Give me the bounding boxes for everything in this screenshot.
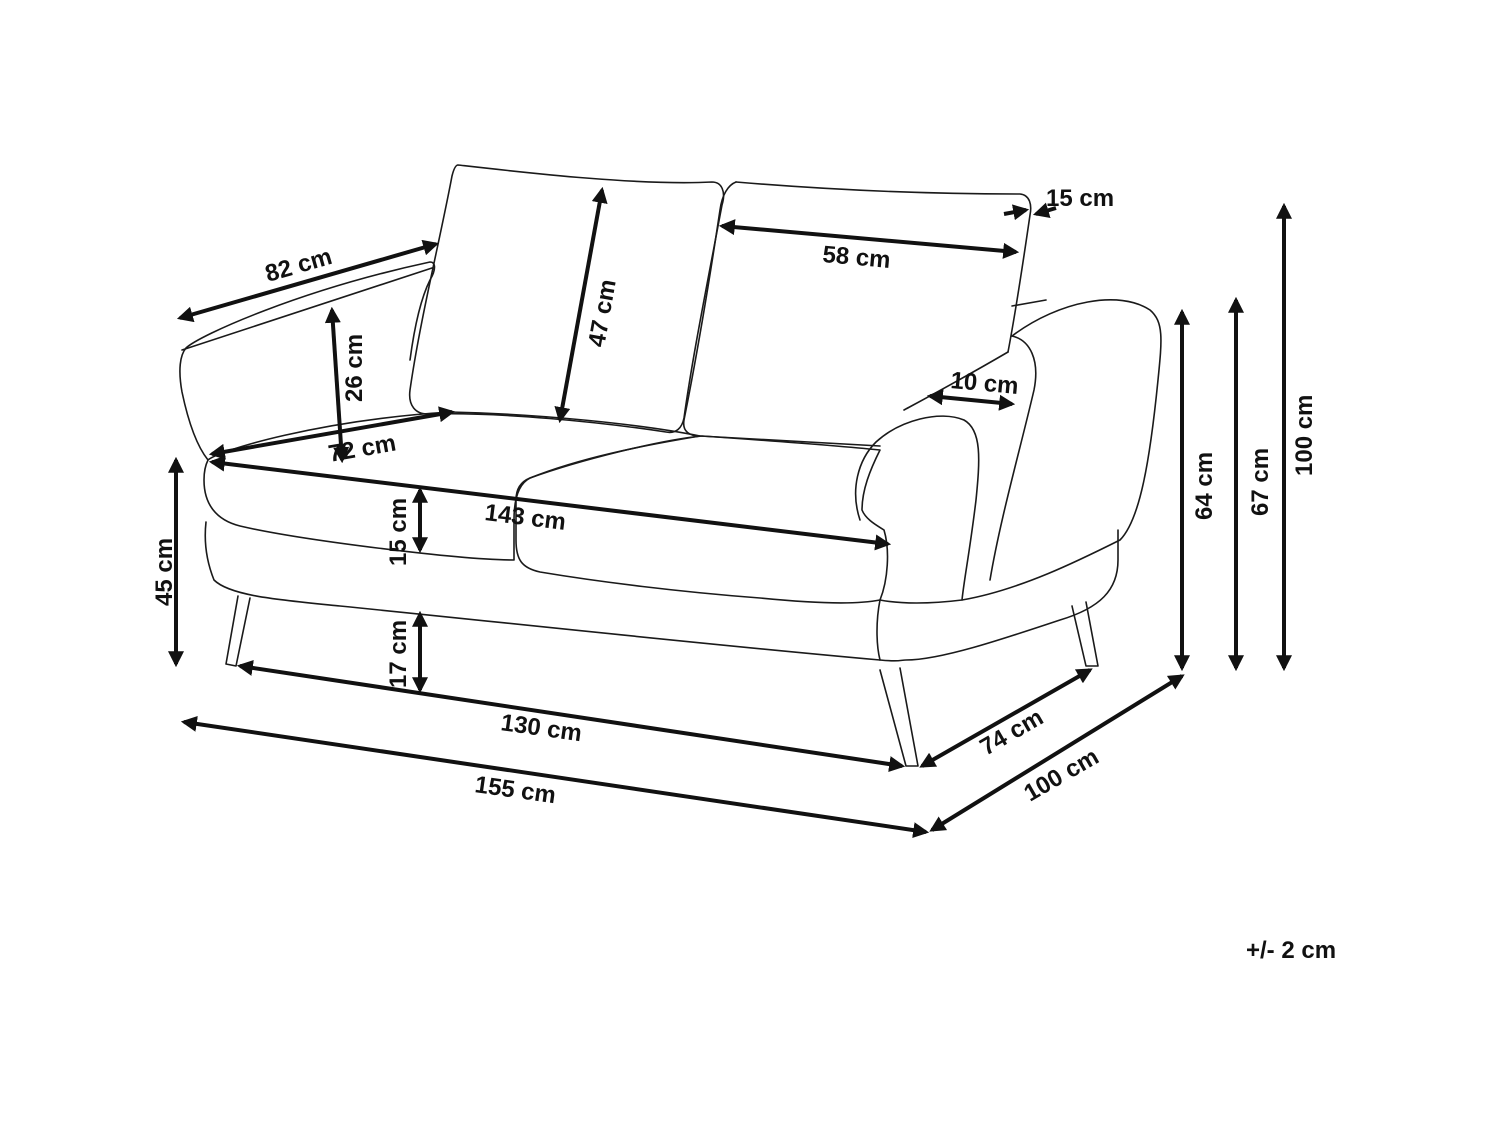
left-seat-cushion [203, 411, 701, 561]
label-leg-depth-span: 74 cm [976, 704, 1048, 761]
sofa-base [204, 521, 1119, 662]
leg-front-left [225, 595, 251, 667]
label-seat-height: 45 cm [151, 538, 178, 606]
label-armrest-depth: 82 cm [262, 243, 335, 288]
arrow-armrest-depth [176, 239, 440, 323]
arrow-total-depth [929, 674, 1185, 832]
arrow-backrest-thickness-a [1003, 204, 1030, 221]
label-leg-height: 17 cm [385, 620, 412, 688]
label-seat-cushion-thickness: 15 cm [385, 498, 412, 566]
right-seat-cushion [515, 435, 889, 604]
dimension-lines [168, 186, 1292, 839]
arrow-leg-depth-span [919, 668, 1093, 768]
label-backrest-thickness: 15 cm [1046, 185, 1114, 212]
label-total-height: 100 cm [1291, 395, 1318, 476]
arrow-seat-width [208, 455, 892, 551]
right-armrest [879, 299, 1162, 604]
arrow-seat-depth [208, 406, 456, 460]
arrow-back-cushion-width [718, 219, 1020, 259]
label-armrest-height-above-seat: 26 cm [341, 334, 368, 402]
label-back-cushion-width: 58 cm [821, 241, 891, 274]
label-total-depth: 100 cm [1020, 743, 1104, 807]
tolerance-note: +/- 2 cm [1246, 937, 1336, 964]
label-armrest-height: 64 cm [1191, 452, 1218, 520]
label-seat-depth: 72 cm [326, 430, 398, 468]
label-back-cushion-height: 47 cm [583, 277, 621, 349]
right-back-cushion [735, 181, 1032, 353]
label-armrest-width: 10 cm [949, 367, 1019, 400]
arrow-back-cushion-height [554, 186, 608, 424]
leg-back-right [1071, 601, 1099, 667]
label-back-height: 67 cm [1247, 448, 1274, 516]
arrow-armrest-width [926, 389, 1016, 411]
arrow-leg-span [236, 660, 906, 772]
arrow-backrest-thickness-b [1032, 202, 1057, 218]
arrow-total-width [180, 715, 930, 839]
leg-front-right [879, 667, 919, 767]
